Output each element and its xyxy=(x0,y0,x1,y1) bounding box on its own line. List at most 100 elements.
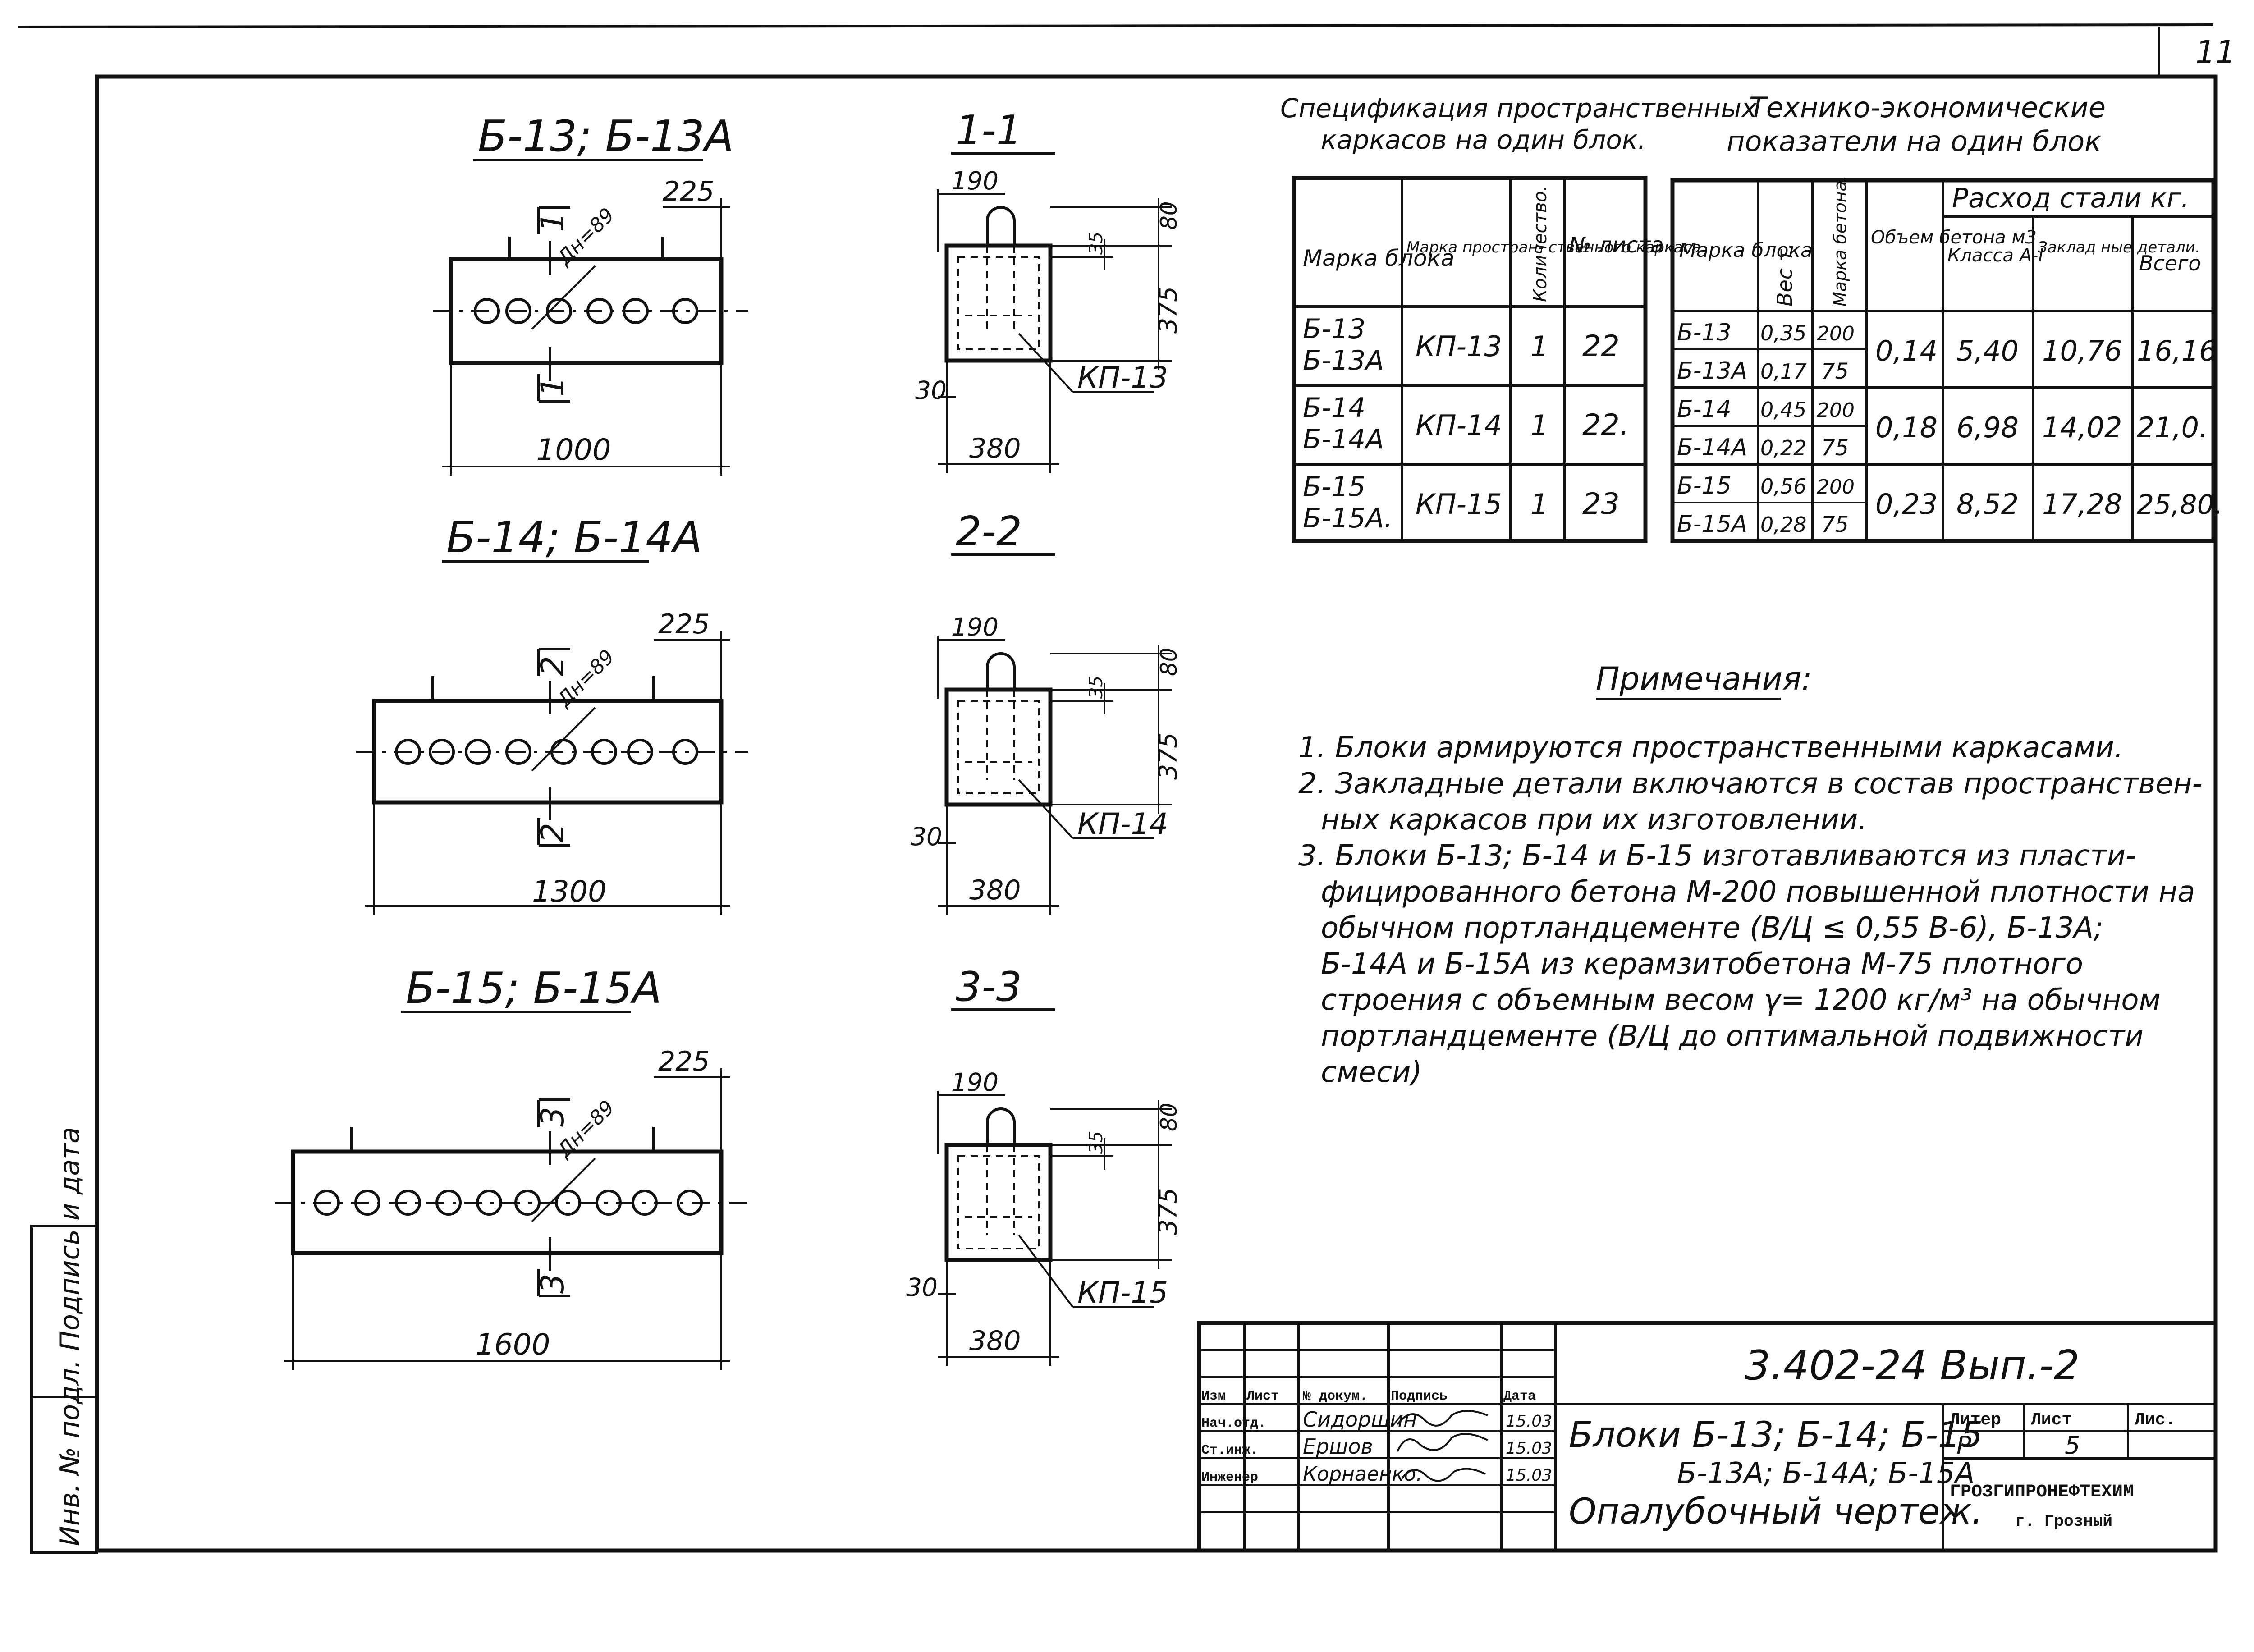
table-row: Б-15 Б-15А. КП-15 1 23 xyxy=(1303,471,1620,534)
note-line-9: портландцементе (В/Ц до оптимальной подв… xyxy=(1321,1020,2144,1053)
sheet-frame xyxy=(95,74,2218,1553)
tech-head-weight: Вес т. xyxy=(1773,243,1797,307)
tech-row-2-c1: 200 xyxy=(1817,399,1855,422)
table-row: Б-15 0,56 200 Б-15А 0,28 75 0,23 8,52 17… xyxy=(1677,472,2223,538)
spec-row-1-sheet: 22 xyxy=(1582,329,1620,363)
section-mark-2-bottom: 2 xyxy=(534,823,571,843)
pipe-hole xyxy=(591,739,617,765)
signature-1 xyxy=(1397,1410,1488,1427)
note-line-1: 1. Блоки армируются пространственными ка… xyxy=(1298,731,2123,764)
top-dim-1: 190 xyxy=(951,166,999,195)
side-stamp-label: Инв. № подл. Подпись и дата xyxy=(54,1127,86,1546)
stamp-date-2: 15.03 xyxy=(1506,1439,1552,1458)
tech-head-volume: Объем бетона м3 xyxy=(1871,227,2037,248)
stamp-col-list: Лист xyxy=(1246,1389,1279,1404)
offset-dim-3: 225 xyxy=(658,1046,710,1077)
pipe-hole xyxy=(555,1190,581,1216)
pipe-hole xyxy=(314,1190,340,1216)
stamp-sheet-value: 5 xyxy=(2065,1431,2080,1460)
stamp-title-1: Блоки Б-13; Б-14; Б-15 xyxy=(1569,1415,1983,1455)
section-1-1: 1-1 190 80 375 35 30 380 КП-13 xyxy=(915,107,1182,473)
tech-head-steel: Расход стали кг. xyxy=(1952,183,2190,214)
stamp-name-1: Сидоршин xyxy=(1303,1407,1417,1432)
spec-row-3-block1: Б-15 xyxy=(1303,471,1365,503)
section-mark-3-top: 3 xyxy=(534,1107,571,1127)
stamp-person-row: Нач.отд. Сидоршин 15.03 xyxy=(1201,1407,1552,1432)
cage-label-2: КП-14 xyxy=(1077,807,1168,841)
stamp-col-doc: № докум. xyxy=(1303,1389,1368,1404)
pipe-hole xyxy=(476,1190,502,1216)
width-dim-1: 380 xyxy=(969,433,1021,464)
section-title-3: 3-3 xyxy=(956,963,1022,1011)
height-dim-3: 375 xyxy=(1154,1188,1182,1235)
stamp-sheets-label: Лис. xyxy=(2135,1410,2176,1430)
pipe-hole xyxy=(596,1190,622,1216)
pipe-hole xyxy=(623,298,649,324)
section-2-2: 2-2 190 80 375 35 30 380 КП-14 xyxy=(911,508,1182,915)
note-line-6: обычном портландцементе (В/Ц ≤ 0,55 В-6)… xyxy=(1321,911,2103,945)
spec-row-2-qty: 1 xyxy=(1530,409,1548,442)
table-row: Б-13 Б-13А КП-13 1 22 xyxy=(1303,313,1620,376)
spec-row-3-block2: Б-15А. xyxy=(1303,503,1393,534)
stamp-role-3: Инженер xyxy=(1201,1470,1258,1485)
tech-row-2-m1: Б-14 xyxy=(1677,396,1732,423)
table-row: Б-13 0,35 200 Б-13А 0,17 75 0,14 5,40 10… xyxy=(1677,319,2217,384)
side-dim-3: 30 xyxy=(906,1273,938,1302)
tech-table: Технико-экономические показатели на один… xyxy=(1670,91,2223,543)
tech-row-3-emb: 17,28 xyxy=(2042,488,2122,521)
spec-head-cage: Марка простран- ственного каркаса. xyxy=(1406,238,1706,256)
pipe-hole xyxy=(429,739,455,765)
tech-row-1-a1: 5,40 xyxy=(1956,334,2019,367)
pipe-hole xyxy=(632,1190,658,1216)
stamp-role-1: Нач.отд. xyxy=(1201,1416,1266,1431)
doc-code: 3.402-24 Вып.-2 xyxy=(1745,1342,2080,1389)
stamp-litera-label: Литер xyxy=(1950,1410,2001,1430)
tech-row-2-w2: 0,22 xyxy=(1760,436,1806,460)
offset-dim-2: 225 xyxy=(658,609,710,640)
pipe-hole xyxy=(546,298,572,324)
pipe-hole xyxy=(505,298,531,324)
spec-head-sheet: № листа xyxy=(1567,233,1664,258)
tech-row-1-vol: 0,14 xyxy=(1875,334,1938,367)
cover-dim-3: 35 xyxy=(1086,1131,1107,1154)
offset-dim-1: 225 xyxy=(663,176,715,207)
side-stamp: Инв. № подл. Подпись и дата xyxy=(30,1127,98,1554)
pipe-hole xyxy=(672,739,698,765)
stamp-org: ГРОЗГИПРОНЕФТЕХИМ xyxy=(1950,1482,2134,1502)
note-line-5: фицированного бетона М-200 повышенной пл… xyxy=(1321,875,2195,909)
stamp-name-3: Корнаенко. xyxy=(1303,1463,1422,1486)
signature-2 xyxy=(1397,1433,1488,1452)
cage-label-1: КП-13 xyxy=(1077,361,1168,395)
note-line-8: строения с объемным весом γ= 1200 кг/м³ … xyxy=(1321,984,2161,1017)
cover-dim-2: 35 xyxy=(1086,676,1107,699)
tech-row-3-c2: 75 xyxy=(1821,512,1849,537)
spec-row-1-block1: Б-13 xyxy=(1303,313,1365,345)
table-row: Б-14 0,45 200 Б-14А 0,22 75 0,18 6,98 14… xyxy=(1677,396,2208,461)
section-mark-3-bottom: 3 xyxy=(534,1273,571,1294)
note-line-10: смеси) xyxy=(1321,1056,1422,1089)
tech-row-2-tot: 21,0. xyxy=(2137,411,2208,444)
pipe-hole xyxy=(505,739,531,765)
width-dim-3: 380 xyxy=(969,1325,1021,1357)
spec-row-1-block2: Б-13А xyxy=(1303,345,1384,376)
side-dim-2: 30 xyxy=(911,822,942,851)
block-plan-3: Б-15; Б-15А Дн=89 3 3 225 1600 xyxy=(275,964,748,1370)
block-title-3: Б-15; Б-15А xyxy=(406,964,662,1013)
tech-row-1-emb: 10,76 xyxy=(2042,334,2122,367)
block-plan-2: Б-14; Б-14А Дн=89 2 2 225 1300 xyxy=(356,513,748,915)
section-outline-1 xyxy=(944,243,1053,363)
stamp-role-2: Ст.инж. xyxy=(1201,1443,1258,1458)
tech-row-1-c1: 200 xyxy=(1817,322,1855,345)
note-line-3: ных каркасов при их изготовлении. xyxy=(1321,803,1867,837)
note-line-7: Б-14А и Б-15А из керамзитобетона М-75 пл… xyxy=(1321,947,2083,981)
tech-row-2-vol: 0,18 xyxy=(1875,411,1938,444)
pipe-hole xyxy=(677,1190,703,1216)
spec-row-3-cage: КП-15 xyxy=(1416,488,1502,521)
pipe-hole xyxy=(586,298,613,324)
pipe-hole xyxy=(465,739,491,765)
tech-row-3-w2: 0,28 xyxy=(1760,513,1806,537)
stamp-col-sign: Подпись xyxy=(1391,1389,1448,1404)
tech-table-title-1: Технико-экономические xyxy=(1749,91,2106,124)
section-title-2: 2-2 xyxy=(956,508,1022,555)
tech-head-concrete: Марка бетона. xyxy=(1830,175,1850,307)
